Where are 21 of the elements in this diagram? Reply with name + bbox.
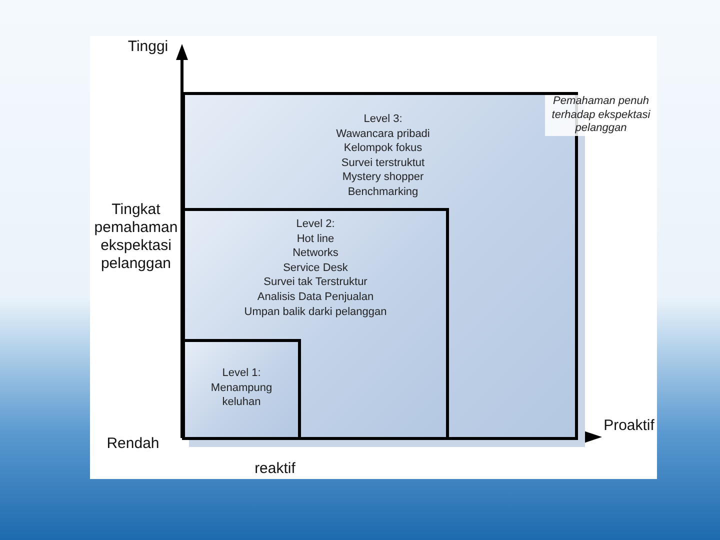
method-text: Benchmarking: [348, 184, 418, 200]
method-text: Survei tak Terstruktur: [264, 275, 368, 290]
method-text: Kelompok fokus: [344, 141, 422, 156]
level-heading: Level 2:: [296, 217, 335, 232]
axis-label: reaktif: [254, 460, 296, 478]
level-box: [182, 208, 449, 440]
method-text: Mystery shopper: [342, 170, 424, 185]
method-text: Hot line: [296, 232, 334, 246]
level-box: [182, 339, 301, 440]
axis-label: Tingkat pemahaman ekspektasi pelanggan: [93, 201, 179, 273]
method-text: Survei terstruktut: [341, 156, 425, 170]
method-text: Service Desk: [283, 260, 348, 276]
method-text: Networks: [292, 246, 338, 261]
method-text: Wawancara pribadi: [336, 126, 430, 142]
axis-label: Proaktif: [602, 417, 656, 435]
method-text: Umpan balik darki pelanggan: [244, 304, 387, 320]
axis-label: Rendah: [106, 435, 160, 453]
level-heading: Level 3:: [364, 112, 402, 127]
axis-label: Tinggi: [126, 38, 170, 56]
level-heading: Level 1: Menampung keluhan: [210, 366, 274, 410]
method-text: Analisis Data Penjualan: [257, 290, 374, 305]
